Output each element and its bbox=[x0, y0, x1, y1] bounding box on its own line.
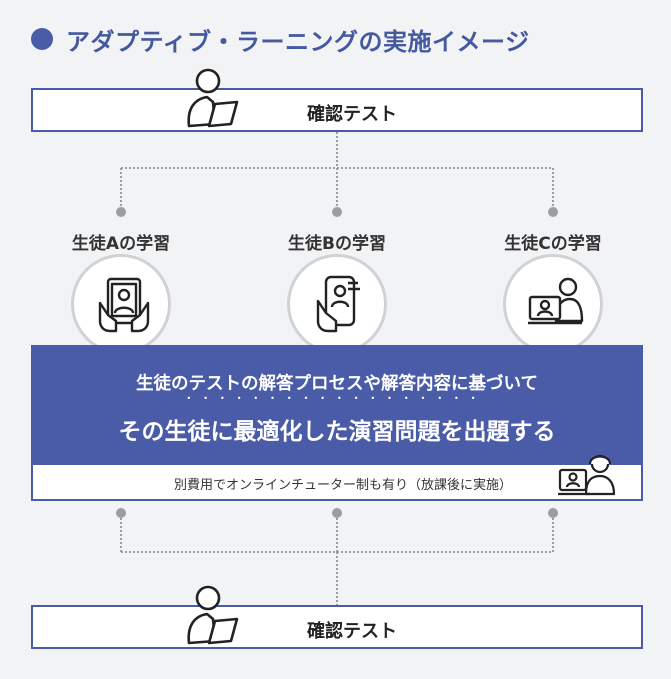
connector-dot-a-bottom bbox=[116, 508, 126, 518]
laptop-icon bbox=[528, 277, 584, 325]
student-c-label: 生徒Cの学習 bbox=[504, 234, 602, 254]
student-c-circle bbox=[503, 254, 603, 354]
bottom-test-box: 確認テスト bbox=[31, 605, 643, 649]
student-a-label: 生徒Aの学習 bbox=[71, 234, 171, 254]
bottom-test-label: 確認テスト bbox=[307, 621, 397, 642]
key-message-band: 生徒のテストの解答プロセスや解答内容に基づいて ••••••••••••••••… bbox=[31, 345, 643, 463]
person-test-icon bbox=[187, 68, 239, 128]
band-line-2: その生徒に最適化した演習問題を出題する bbox=[118, 419, 556, 445]
student-a-circle bbox=[71, 254, 171, 354]
headset-tutor-icon bbox=[558, 454, 616, 496]
tablet-icon bbox=[98, 277, 150, 333]
student-b-label: 生徒Bの学習 bbox=[288, 234, 386, 254]
smartphone-icon bbox=[316, 275, 360, 333]
person-test-icon-bottom bbox=[187, 585, 239, 645]
emphasis-dots: •••••••••••••••••• bbox=[186, 394, 488, 403]
title-bullet bbox=[31, 28, 53, 50]
connector-dot-b-bottom bbox=[332, 508, 342, 518]
student-b-circle bbox=[287, 254, 387, 354]
top-test-label: 確認テスト bbox=[307, 104, 397, 125]
top-test-box: 確認テスト bbox=[31, 88, 643, 132]
connector-dot-b-top bbox=[332, 207, 342, 217]
tutor-note-text: 別費用でオンラインチューター制も有り（放課後に実施） bbox=[173, 478, 512, 493]
connector-dot-c-bottom bbox=[548, 508, 558, 518]
page-title: アダプティブ・ラーニングの実施イメージ bbox=[66, 28, 530, 56]
band-line-1: 生徒のテストの解答プロセスや解答内容に基づいて bbox=[136, 374, 538, 394]
connector-dot-a-top bbox=[116, 207, 126, 217]
connector-dot-c-top bbox=[548, 207, 558, 217]
tutor-note-box: 別費用でオンラインチューター制も有り（放課後に実施） bbox=[31, 463, 643, 501]
